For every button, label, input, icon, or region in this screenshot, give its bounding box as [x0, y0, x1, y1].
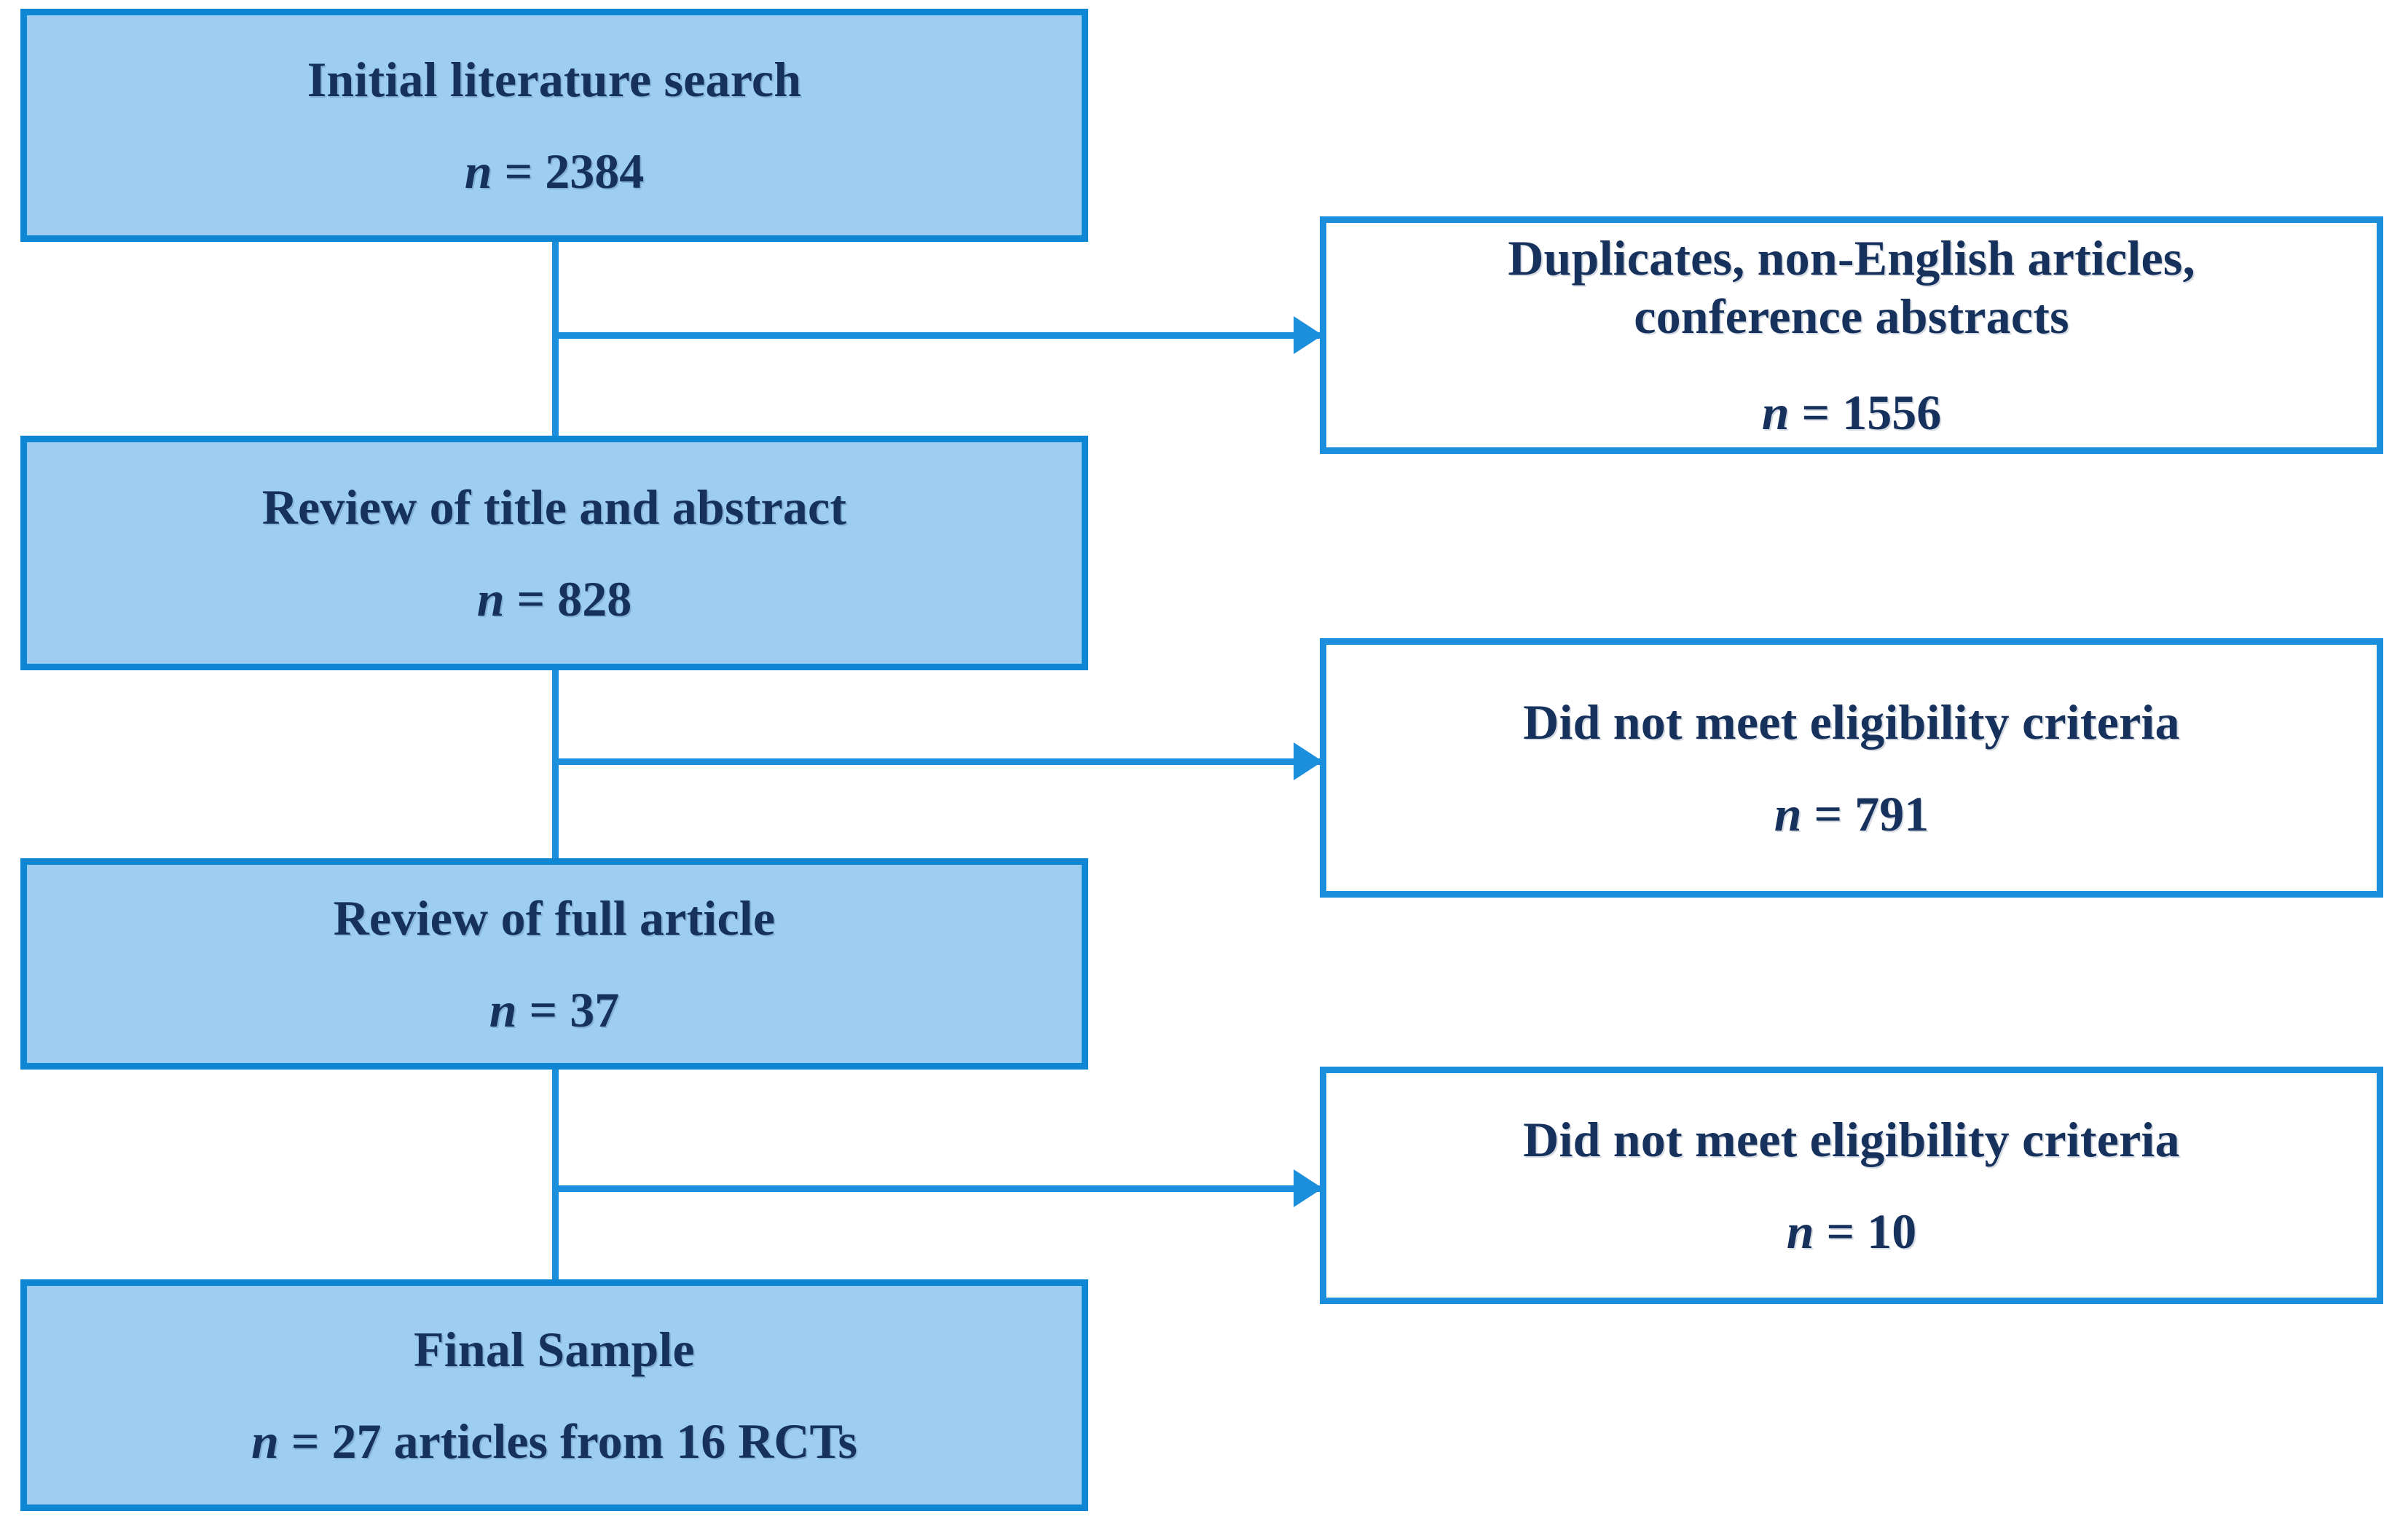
node-count: n = 37: [489, 982, 620, 1037]
n-symbol: n: [476, 571, 505, 627]
arrowhead-exclusion-3: [1294, 1169, 1323, 1207]
node-title: Review of full article: [333, 890, 776, 946]
node-title: Final Sample: [414, 1321, 695, 1377]
n-value: 27 articles from 16 RCTs: [331, 1413, 858, 1469]
n-symbol: n: [1761, 385, 1790, 441]
n-symbol: n: [1774, 786, 1802, 841]
n-symbol: n: [464, 144, 492, 199]
arrowhead-exclusion-1: [1294, 316, 1323, 354]
n-symbol: n: [1786, 1204, 1814, 1259]
node-exclusion-duplicates[interactable]: Duplicates, non-English articles,confere…: [1320, 216, 2383, 454]
node-title: Duplicates, non-English articles,confere…: [1486, 229, 2217, 345]
node-count: n = 791: [1774, 786, 1929, 841]
n-value: 1556: [1842, 385, 1942, 441]
node-review-title-and-abstract[interactable]: Review of title and abstract n = 828: [20, 436, 1088, 670]
connector-horizontal-to-exclusion-2: [552, 758, 1326, 765]
connector-horizontal-to-exclusion-3: [552, 1185, 1326, 1192]
n-symbol: n: [489, 982, 517, 1037]
node-final-sample[interactable]: Final Sample n = 27 articles from 16 RCT…: [20, 1279, 1088, 1511]
node-exclusion-eligibility-2[interactable]: Did not meet eligibility criteria n = 10: [1320, 1067, 2383, 1304]
n-value: 828: [557, 571, 632, 627]
n-value: 37: [570, 982, 620, 1037]
node-count: n = 27 articles from 16 RCTs: [251, 1413, 858, 1469]
n-value: 10: [1867, 1204, 1917, 1259]
node-title: Initial literature search: [307, 51, 802, 107]
node-count: n = 10: [1786, 1204, 1917, 1259]
connector-horizontal-to-exclusion-1: [552, 332, 1326, 339]
connector-vertical-full-to-final: [552, 1068, 559, 1281]
node-count: n = 1556: [1761, 385, 1942, 441]
node-review-full-article[interactable]: Review of full article n = 37: [20, 858, 1088, 1070]
node-title: Did not meet eligibility criteria: [1523, 694, 2180, 750]
node-title-line-2: conference abstracts: [1634, 288, 2069, 344]
node-initial-literature-search[interactable]: Initial literature search n = 2384: [20, 9, 1088, 242]
node-title: Review of title and abstract: [261, 479, 847, 535]
n-value: 2384: [545, 144, 645, 199]
connector-vertical-search-to-title: [552, 240, 559, 437]
arrowhead-exclusion-2: [1294, 742, 1323, 780]
n-symbol: n: [251, 1413, 279, 1469]
node-title: Did not meet eligibility criteria: [1523, 1111, 2180, 1167]
node-count: n = 2384: [464, 144, 645, 199]
node-title-line-1: Duplicates, non-English articles,: [1508, 229, 2195, 286]
node-exclusion-eligibility-1[interactable]: Did not meet eligibility criteria n = 79…: [1320, 638, 2383, 898]
node-count: n = 828: [476, 571, 632, 627]
n-value: 791: [1854, 786, 1929, 841]
